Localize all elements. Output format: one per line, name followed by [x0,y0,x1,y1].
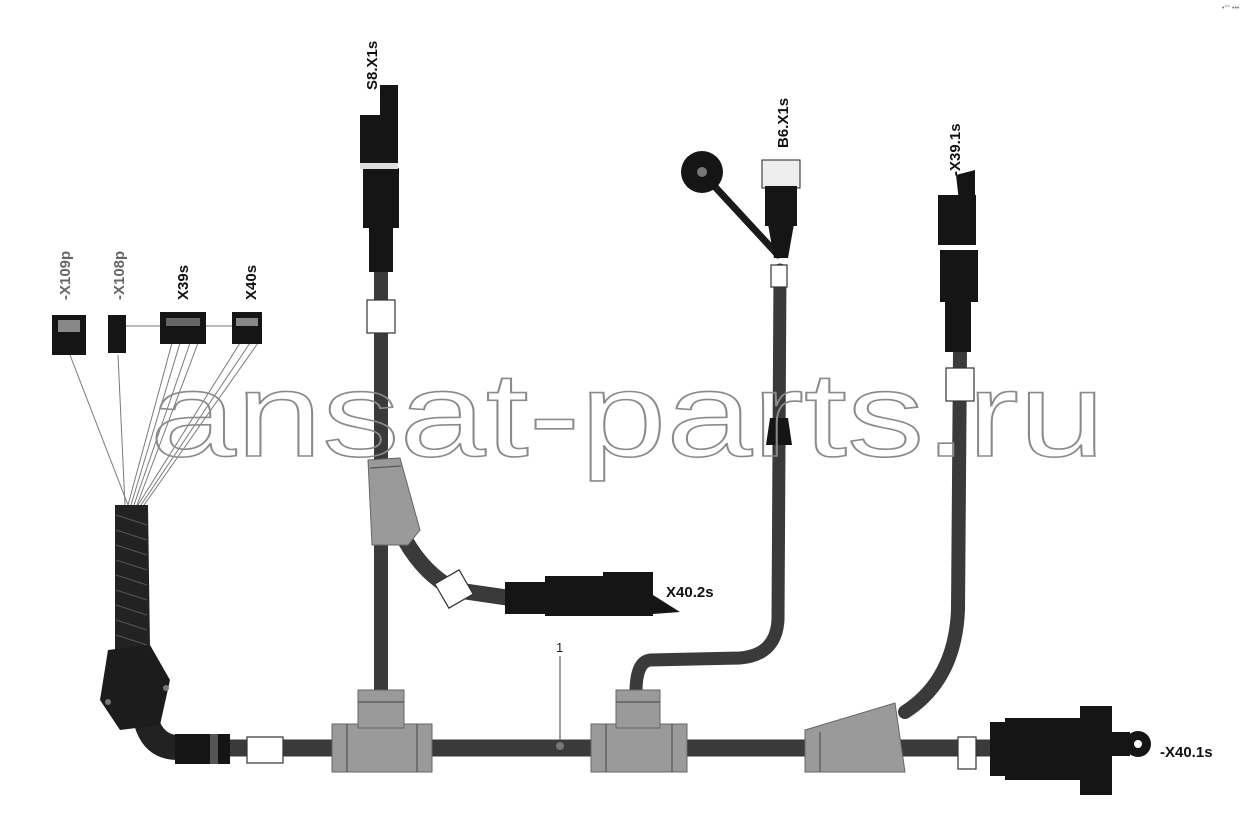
marker-sleeve [957,736,977,770]
braided-sleeve [100,505,230,764]
label-s8-x1s: S8.X1s [364,41,381,90]
x40-1-connector-tab-hole [1134,740,1142,748]
label-x40-2s: X40.2s [666,584,714,601]
label-x39s: X39s [175,265,192,300]
x39-1-connector-head [938,195,976,245]
braided-sleeve-body [115,505,150,650]
wire-x39s-4 [136,342,199,506]
connectors [52,85,1151,795]
marker-sleeve [246,736,284,764]
junction-s8-neck [357,689,405,729]
watermark: ansat-parts.ru [150,348,1105,482]
x39-1-connector-body [940,250,978,302]
b6-connector-cap [761,159,801,189]
x39s-connector [160,312,206,344]
marker-sleeve [366,299,396,334]
x40-2-connector-boot [505,582,547,614]
wire-x108p [117,354,126,506]
x109p-connector-face [58,320,80,332]
fan-out-wires [69,325,259,506]
x40-1-connector-tab-neck [1110,732,1130,756]
wire-x39s-1 [127,342,173,506]
x40s-connector-face [236,318,258,326]
callout-point [556,742,564,750]
s8-connector-head [360,115,398,165]
trunk-end-connector [175,734,230,764]
y-splitter-x40-2 [367,457,421,546]
wire-x39s-3 [133,342,191,506]
braid-pattern [115,514,148,646]
wire-x40s-1 [137,342,241,506]
b6-connector-boot [768,224,794,258]
label-b6-x1s: B6.X1s [775,98,792,148]
junction-ribs [346,465,821,772]
b6-ground-pigtail [701,172,782,259]
x40-1-connector-body [1005,718,1080,780]
label-x39-1s: -X39.1s [947,123,964,176]
b6-branch-cable [629,263,787,699]
x40-2-connector-head [603,572,653,616]
s8-connector-seal [360,163,398,169]
ground-ring-hole [697,167,707,177]
trunk-end-connector-ring [210,734,218,764]
junction-b6 [590,723,688,773]
junction-s8 [331,723,433,773]
junction-b6-neck [615,689,661,729]
wire-x40s-2 [140,342,251,506]
s8-connector-boot [369,226,393,272]
x40-2-connector-body [545,576,603,616]
wire-x109p [69,354,129,506]
wire-x40s-3 [143,342,259,506]
x40-1-connector-nut [990,722,1008,776]
label-x40-1s: -X40.1s [1160,744,1213,761]
grommet-hole [105,699,111,705]
x39s-connector-face [166,318,200,326]
s8-connector-body [363,168,399,228]
wire-x39s-2 [130,342,181,506]
mounting-grommet [100,645,170,730]
labels: S8.X1s B6.X1s -X39.1s -X109p -X108p X39s… [57,41,1213,761]
corner-mark: •°° ••• [1222,4,1240,12]
callout-number: 1 [556,640,563,655]
junction-x39-1 [804,702,906,773]
b6-connector-body [765,186,797,226]
b6-inline-boot [766,418,792,445]
marker-sleeve [945,367,975,402]
x40-2-connector-latch [653,595,680,614]
x40s-connector [232,312,262,344]
callout: 1 [556,640,564,750]
x39-1-connector-boot [945,300,971,352]
junctions [331,457,906,773]
x39-1-branch-cable [898,343,967,719]
marker-sleeve [770,264,788,288]
marker-sleeves [246,264,977,770]
grommet-hole [163,685,169,691]
x40-1-connector-flange [1080,706,1112,795]
label-x108p: -X108p [111,251,128,300]
marker-sleeve [434,569,474,609]
label-x109p: -X109p [57,251,74,300]
x108p-connector [108,315,126,353]
label-x40s: X40s [243,265,260,300]
